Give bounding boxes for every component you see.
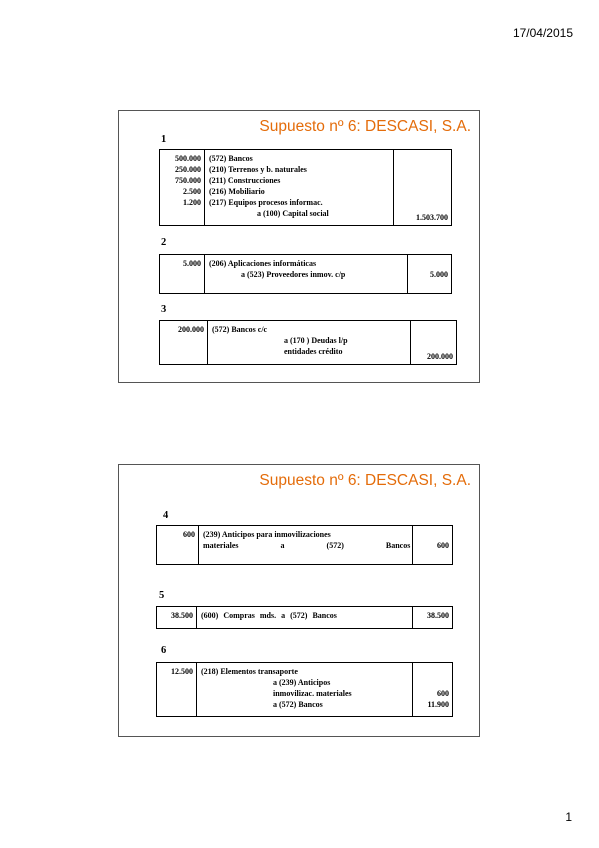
credit-amount: 600	[437, 541, 449, 550]
credit-amount: 38.500	[427, 611, 449, 620]
slide-1: Supuesto nº 6: DESCASI, S.A. 1 500.000 2…	[118, 110, 480, 383]
credit-amount: 5.000	[430, 270, 448, 279]
journal-entry-1: 500.000 250.000 750.000 2.500 1.200 (572…	[159, 149, 452, 226]
credit-amount: 200.000	[427, 352, 453, 361]
account-line: materiales a (572) Bancos	[203, 541, 411, 550]
debit-amount: 250.000	[175, 165, 201, 174]
debit-amount: 38.500	[171, 611, 193, 620]
debit-column: 500.000 250.000 750.000 2.500 1.200	[160, 150, 205, 225]
account-line: inmovilizac. materiales	[273, 689, 352, 698]
account-line: (218) Elementos transaporte	[201, 667, 298, 676]
credit-column: 600	[412, 526, 452, 564]
debit-amount: 2.500	[183, 187, 201, 196]
account-line: (210) Terrenos y b. naturales	[209, 165, 307, 174]
concept-column: (572) Bancos (210) Terrenos y b. natural…	[205, 150, 393, 225]
account-line: a (100) Capital social	[257, 209, 329, 218]
header-date: 17/04/2015	[512, 26, 573, 40]
credit-amount: 1.503.700	[416, 213, 448, 222]
debit-amount: 600	[183, 530, 195, 539]
debit-column: 200.000	[160, 321, 208, 364]
account-line: (572) Bancos c/c	[212, 325, 268, 334]
credit-amount: 600	[437, 689, 449, 698]
debit-column: 38.500	[157, 607, 197, 628]
entry-number: 2	[161, 237, 167, 248]
account-line: (600) Compras mds. a (572) Bancos	[201, 611, 337, 620]
concept-column: (218) Elementos transaporte a (239) Anti…	[197, 663, 412, 716]
journal-entry-6: 12.500 (218) Elementos transaporte a (23…	[156, 662, 453, 717]
debit-column: 5.000	[160, 255, 205, 293]
debit-column: 12.500	[157, 663, 197, 716]
credit-column: 1.503.700	[393, 150, 451, 225]
account-line: (206) Aplicaciones informáticas	[209, 259, 317, 268]
account-line: (572) Bancos	[209, 154, 253, 163]
account-line: a (523) Proveedores inmov. c/p	[241, 270, 346, 279]
entry-number: 5	[159, 590, 165, 601]
slide-2: Supuesto nº 6: DESCASI, S.A. 4 600 (239)…	[118, 464, 480, 737]
page-number: 1	[565, 810, 572, 824]
concept-column: (206) Aplicaciones informáticas a (523) …	[205, 255, 407, 293]
debit-amount: 200.000	[178, 325, 204, 334]
debit-column: 600	[157, 526, 199, 564]
account-line: a (170 ) Deudas l/p	[284, 336, 348, 345]
debit-amount: 1.200	[183, 198, 201, 207]
account-line: a (239) Anticipos	[273, 678, 331, 687]
account-line: entidades crédito	[284, 347, 343, 356]
journal-entry-3: 200.000 (572) Bancos c/c a (170 ) Deudas…	[159, 320, 457, 365]
debit-amount: 750.000	[175, 176, 201, 185]
concept-column: (572) Bancos c/c a (170 ) Deudas l/p ent…	[208, 321, 410, 364]
entry-number: 1	[161, 134, 167, 145]
concept-column: (239) Anticipos para inmovilizaciones ma…	[199, 526, 412, 564]
debit-amount: 12.500	[171, 667, 193, 676]
credit-column: 600 11.900	[412, 663, 452, 716]
entry-number: 6	[161, 645, 167, 656]
credit-amount: 11.900	[427, 700, 449, 709]
account-line: (217) Equipos procesos informac.	[209, 198, 323, 207]
slide-title: Supuesto nº 6: DESCASI, S.A.	[259, 118, 471, 135]
account-line: (239) Anticipos para inmovilizaciones	[203, 530, 331, 539]
credit-column: 5.000	[407, 255, 451, 293]
credit-column: 38.500	[412, 607, 452, 628]
debit-amount: 500.000	[175, 154, 201, 163]
journal-entry-5: 38.500 (600) Compras mds. a (572) Bancos…	[156, 606, 453, 629]
journal-entry-2: 5.000 (206) Aplicaciones informáticas a …	[159, 254, 452, 294]
account-line: a (572) Bancos	[273, 700, 323, 709]
debit-amount: 5.000	[183, 259, 201, 268]
credit-column: 200.000	[410, 321, 456, 364]
entry-number: 4	[163, 510, 169, 521]
slide-title: Supuesto nº 6: DESCASI, S.A.	[259, 472, 471, 489]
account-line: (211) Construcciones	[209, 176, 281, 185]
journal-entry-4: 600 (239) Anticipos para inmovilizacione…	[156, 525, 453, 565]
account-line: (216) Mobiliario	[209, 187, 265, 196]
concept-column: (600) Compras mds. a (572) Bancos	[197, 607, 412, 628]
entry-number: 3	[161, 304, 167, 315]
